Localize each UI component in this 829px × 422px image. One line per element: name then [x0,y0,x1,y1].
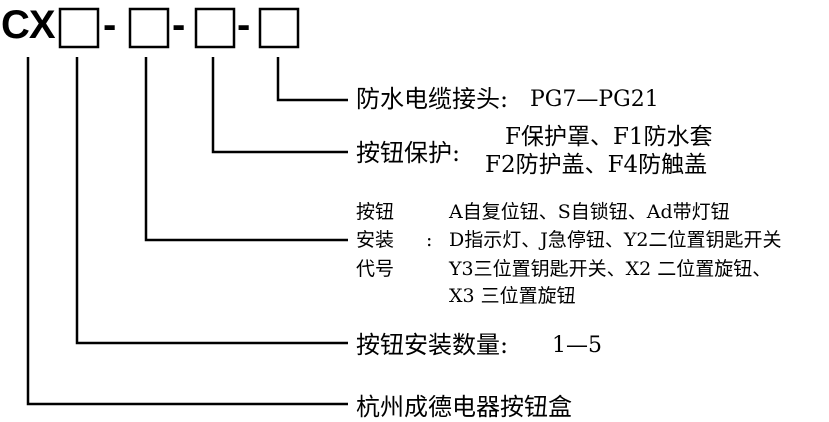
connector-value: PG7—PG21 [530,87,659,112]
protection-label: 按钮保护: [356,139,461,167]
type-code-label-3: 代号 [356,258,395,280]
code-box-3 [194,7,236,49]
type-code-line-3: Y3三位置钥匙开关、X2 二位置旋钮、 [449,258,772,280]
code-separator-3: - [237,3,251,47]
leader-type-code [144,57,348,242]
type-code-line-1: A自复位钮、S自锁钮、Ad带灯钮 [449,201,730,223]
code-box-1 [58,7,100,49]
type-code-colon: : [426,229,433,251]
leader-quantity [75,57,348,345]
connector-label: 防水电缆接头: [356,85,509,113]
type-code-label-2: 安装 [356,229,395,251]
type-code-line-2: D指示灯、J急停钮、Y2二位置钥匙开关 [449,229,782,251]
quantity-value: 1—5 [552,333,602,358]
maker-label: 杭州成德电器按钮盒 [356,393,572,421]
quantity-label: 按钮安装数量: [356,331,509,359]
type-code-label-1: 按钮 [356,201,395,223]
code-separator-1: - [103,3,117,47]
leader-maker [26,57,348,406]
type-code-line-4: X3 三位置旋钮 [449,285,576,307]
leader-protection [211,57,348,154]
code-prefix: CX [1,3,56,47]
code-box-4 [258,7,300,49]
protection-line-1: F保护罩、F1防水套 [505,124,713,150]
code-separator-2: - [172,3,186,47]
leader-connector [276,57,348,102]
code-box-2 [128,7,170,49]
protection-line-2: F2防护盖、F4防触盖 [485,152,708,178]
